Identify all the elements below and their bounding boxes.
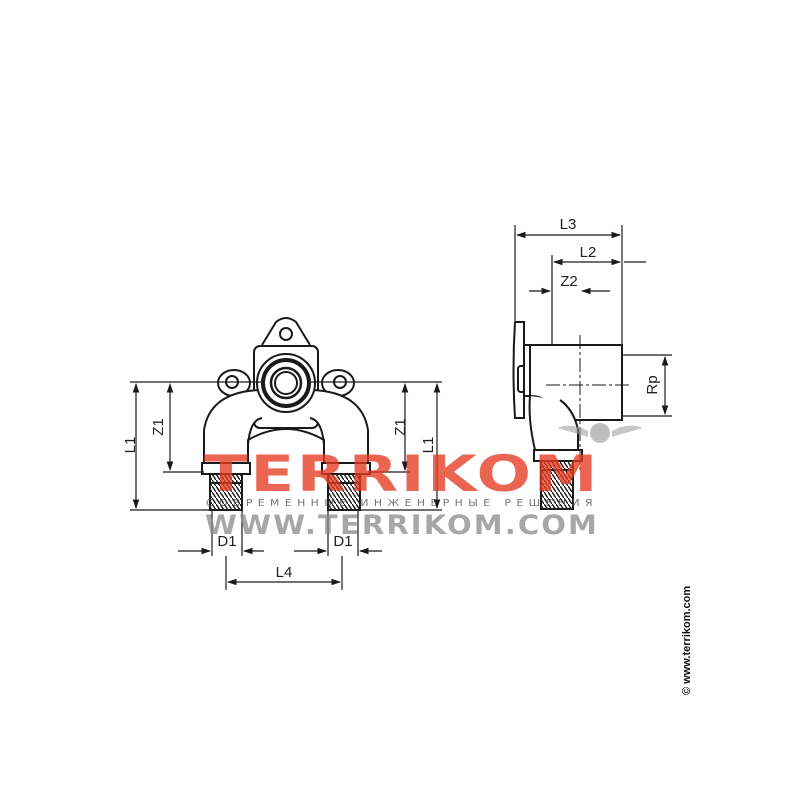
front-view (201, 317, 371, 511)
watermark-tagline: СОВРЕМЕННЫЕ ИНЖЕНЕРНЫЕ РЕШЕНИЯ (206, 498, 598, 509)
side-dimensions (514, 225, 672, 417)
label-l4: L4 (276, 564, 293, 581)
side-centerlines (546, 335, 632, 470)
watermark-logo: TERRIKOM (204, 445, 600, 503)
thread-stem-left (209, 473, 243, 511)
label-l3: L3 (560, 216, 577, 233)
outlet-bore (274, 371, 298, 395)
mounting-hole-top (279, 327, 293, 341)
outlet-ring-outer (256, 353, 316, 413)
label-d1-left: D1 (217, 533, 236, 550)
copyright-text: © www.terrikom.com (681, 585, 693, 695)
front-dimensions (130, 381, 442, 590)
label-l1-left: L1 (122, 437, 139, 454)
watermark: TERRIKOM СОВРЕМЕННЫЕ ИНЖЕНЕРНЫЕ РЕШЕНИЯ … (204, 423, 643, 541)
label-d1-right: D1 (333, 533, 352, 550)
label-l2: L2 (580, 244, 597, 261)
label-z1-right: Z1 (392, 418, 409, 436)
elbow-left (203, 389, 263, 467)
outlet-ring-inner (269, 366, 303, 400)
label-z2: Z2 (560, 273, 578, 290)
label-z1-left: Z1 (150, 418, 167, 436)
thread-stem-right (327, 473, 361, 511)
side-view (512, 321, 623, 510)
watermark-url: WWW.TERRIKOM.COM (205, 510, 599, 541)
mounting-lug-top (261, 317, 311, 346)
label-l1-right: L1 (420, 437, 437, 454)
elbow-right (309, 389, 369, 467)
winged-globe-icon (557, 423, 643, 443)
label-rp: Rp (644, 375, 661, 394)
center-bridge (247, 428, 325, 445)
outlet-ring-mid (261, 358, 311, 408)
